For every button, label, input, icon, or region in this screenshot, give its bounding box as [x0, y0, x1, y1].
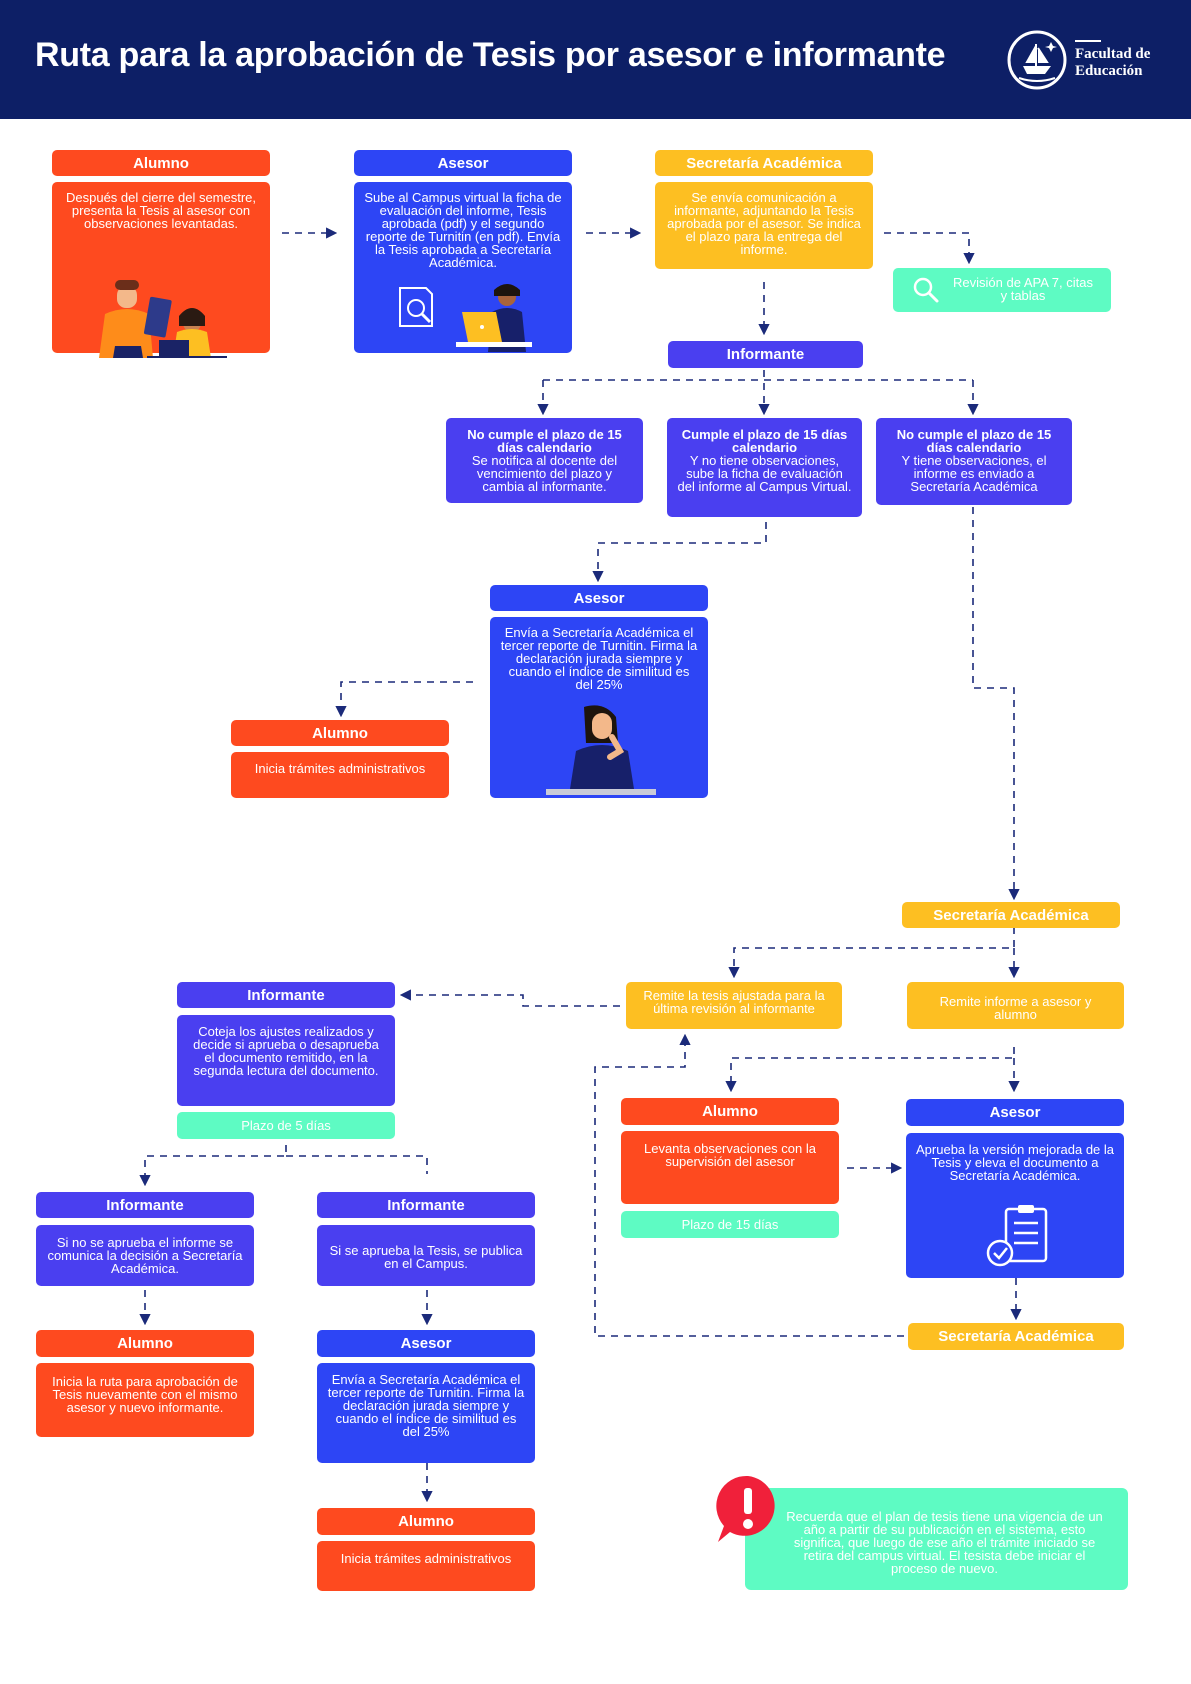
secretaria-2-header: Secretaría Académica	[902, 902, 1120, 928]
informante-3-body: Si no se aprueba el informe se comunica …	[36, 1225, 254, 1286]
option-c-box: No cumple el plazo de 15 días calendario…	[876, 418, 1072, 505]
logo-line-2: Educación	[1075, 63, 1143, 79]
asesor-3-body: Aprueba la versión mejorada de la Tesis …	[906, 1133, 1124, 1278]
option-b-text: Y no tiene observaciones, sube la ficha …	[677, 453, 852, 494]
option-a-text: Se notifica al docente del vencimiento d…	[471, 453, 618, 494]
alumno-3-body: Levanta observaciones con la supervisión…	[621, 1131, 839, 1204]
option-a-bold: No cumple el plazo de 15 días calendario	[467, 427, 622, 455]
thinking-woman-illustration	[546, 705, 656, 795]
informante-1-header: Informante	[668, 341, 863, 368]
asesor-2-header: Asesor	[490, 585, 708, 611]
alumno-2-body: Inicia trámites administrativos	[231, 752, 449, 798]
apa-review-box: Revisión de APA 7, citas y tablas	[893, 268, 1111, 312]
page-title: Ruta para la aprobación de Tesis por ase…	[35, 36, 946, 74]
asesor-2-body: Envía a Secretaría Académica el tercer r…	[490, 617, 708, 798]
secretaria-1-body: Se envía comunicación a informante, adju…	[655, 182, 873, 269]
asesor-3-header: Asesor	[906, 1099, 1124, 1126]
asesor-1-text: Sube al Campus virtual la ficha de evalu…	[364, 190, 562, 270]
faculty-logo: Facultad de Educación	[1005, 28, 1175, 92]
informante-2-header: Informante	[177, 982, 395, 1008]
document-search-icon	[399, 287, 433, 327]
alumno-5-body: Inicia trámites administrativos	[317, 1541, 535, 1591]
remite-2-box: Remite informe a asesor y alumno	[907, 982, 1124, 1029]
advisor-laptop-illustration	[399, 284, 532, 352]
page-header: Ruta para la aprobación de Tesis por ase…	[0, 0, 1191, 119]
asesor-2-text: Envía a Secretaría Académica el tercer r…	[500, 625, 698, 692]
validity-note: Recuerda que el plan de tesis tiene una …	[745, 1488, 1128, 1590]
checklist-approved-icon	[986, 1205, 1048, 1267]
alumno-3-plazo: Plazo de 15 días	[621, 1211, 839, 1238]
validity-note-text: Recuerda que el plan de tesis tiene una …	[786, 1509, 1103, 1576]
option-c-text: Y tiene observaciones, el informe es env…	[901, 453, 1047, 494]
asesor-1-header: Asesor	[354, 150, 572, 176]
informante-2-plazo: Plazo de 5 días	[177, 1112, 395, 1139]
option-b-bold: Cumple el plazo de 15 días calendario	[681, 427, 848, 455]
alumno-1-body: Después del cierre del semestre, present…	[52, 182, 270, 358]
informante-4-body: Si se aprueba la Tesis, se publica en el…	[317, 1225, 535, 1286]
alumno-1-header: Alumno	[52, 150, 270, 176]
option-b-box: Cumple el plazo de 15 días calendario Y …	[667, 418, 862, 517]
asesor-3-text: Aprueba la versión mejorada de la Tesis …	[916, 1142, 1115, 1183]
logo-text: Facultad de Educación	[1075, 46, 1150, 80]
alumno-4-body: Inicia la ruta para aprobación de Tesis …	[36, 1363, 254, 1437]
asesor-1-body: Sube al Campus virtual la ficha de evalu…	[354, 182, 572, 353]
ship-logo-icon	[1007, 30, 1067, 90]
logo-line-1: Facultad de	[1075, 46, 1151, 62]
asesor-4-body: Envía a Secretaría Académica el tercer r…	[317, 1363, 535, 1463]
alumno-3-header: Alumno	[621, 1098, 839, 1125]
exclamation-icon	[716, 1475, 775, 1542]
logo-rule	[1075, 40, 1101, 42]
alumno-4-header: Alumno	[36, 1330, 254, 1357]
alumno-1-text: Después del cierre del semestre, present…	[65, 190, 257, 231]
apa-review-text: Revisión de APA 7, citas y tablas	[953, 275, 1093, 303]
student-teacher-illustration	[99, 280, 227, 358]
remite-1-box: Remite la tesis ajustada para la última …	[626, 982, 842, 1029]
informante-2-body: Coteja los ajustes realizados y decide s…	[177, 1015, 395, 1106]
asesor-4-header: Asesor	[317, 1330, 535, 1357]
option-c-bold: No cumple el plazo de 15 días calendario	[896, 427, 1052, 455]
informante-4-header: Informante	[317, 1192, 535, 1218]
secretaria-1-header: Secretaría Académica	[655, 150, 873, 176]
option-a-box: No cumple el plazo de 15 días calendario…	[446, 418, 643, 503]
informante-3-header: Informante	[36, 1192, 254, 1218]
secretaria-3-header: Secretaría Académica	[908, 1323, 1124, 1350]
magnifier-icon	[913, 277, 939, 303]
alumno-5-header: Alumno	[317, 1508, 535, 1535]
alumno-2-header: Alumno	[231, 720, 449, 746]
